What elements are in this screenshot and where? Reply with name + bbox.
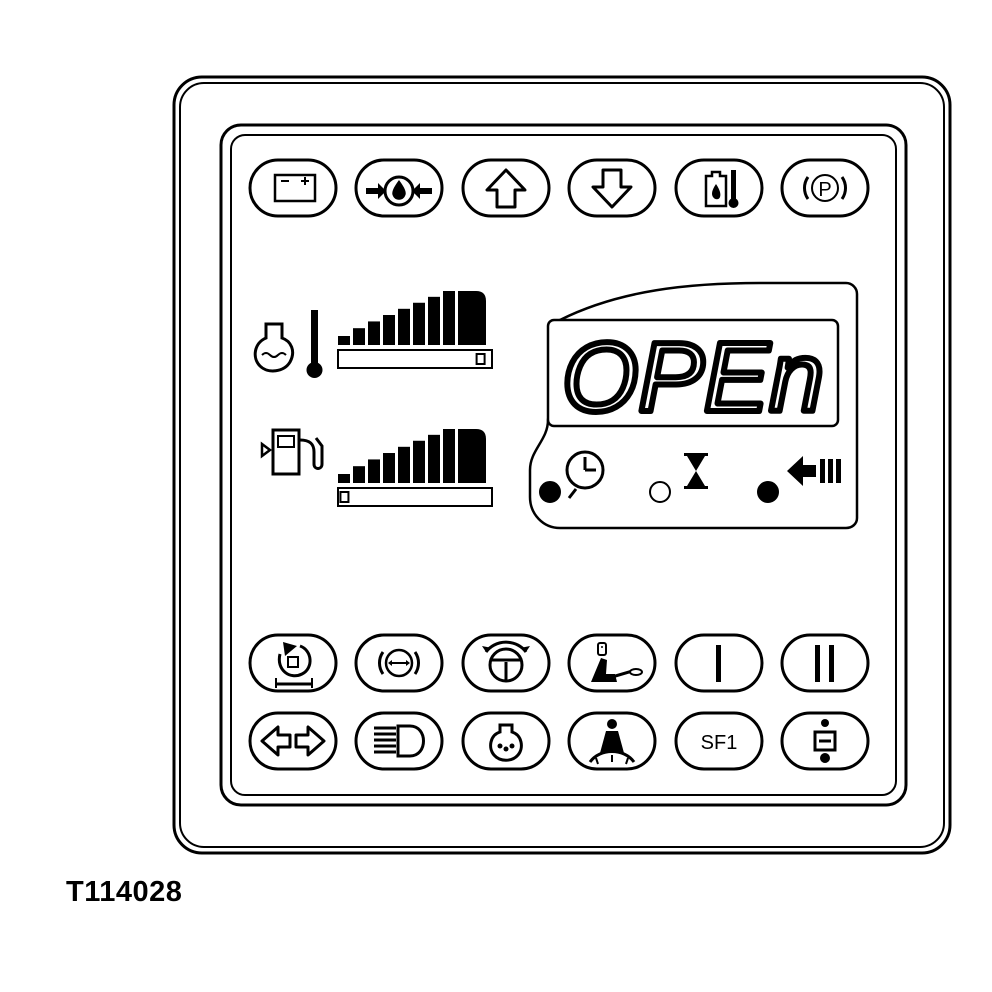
fuel-segment	[353, 466, 365, 483]
fuel-scale-indicator	[339, 491, 350, 503]
coolant-segment	[368, 321, 380, 345]
fuel-pump-icon	[260, 428, 324, 476]
upshift-arrow-icon	[485, 168, 527, 209]
indicator-lamp-middle	[649, 481, 671, 503]
downshift-arrow-icon	[591, 168, 633, 209]
hourglass-icon	[684, 453, 708, 489]
coolant-segment	[443, 291, 455, 345]
fuel-segment	[443, 429, 455, 483]
lcd-housing	[528, 281, 859, 530]
engine-oil-pressure-icon	[366, 175, 432, 207]
lcd-display-text: OPEn	[562, 322, 824, 432]
fuel-segment	[428, 434, 440, 483]
seat-belt-icon	[588, 719, 636, 765]
return-to-dig-icon	[275, 642, 313, 688]
coolant-segment	[383, 315, 395, 345]
parking-brake-icon: P	[803, 174, 847, 202]
seat-button[interactable]	[567, 633, 657, 693]
high-beam-button[interactable]	[354, 711, 444, 771]
steering-button[interactable]	[461, 633, 551, 693]
seat-icon	[591, 642, 643, 682]
fuel-segment	[368, 459, 380, 483]
turn-signal-icon	[260, 725, 326, 757]
engine-button[interactable]	[461, 711, 551, 771]
roman-two-button[interactable]	[780, 633, 870, 693]
parking-brake-button[interactable]: P	[780, 158, 870, 218]
roman-one-button[interactable]	[674, 633, 764, 693]
fuel-scale-frame	[337, 487, 493, 507]
coolant-segment	[413, 302, 425, 345]
fuel-level-gauge	[337, 429, 493, 507]
service-icon	[813, 719, 837, 763]
service-button[interactable]	[780, 711, 870, 771]
brake-icon	[378, 648, 420, 678]
high-beam-icon	[374, 724, 425, 758]
bottom-button-row-2: SF1	[248, 711, 870, 771]
svg-text:P: P	[818, 179, 831, 201]
hydraulic-oil-temperature-icon	[704, 170, 739, 208]
outer-bezel	[172, 75, 952, 855]
coolant-segments	[338, 291, 486, 345]
battery-button[interactable]	[248, 158, 338, 218]
return-to-dig-button[interactable]	[248, 633, 338, 693]
hydraulic-oil-temperature-button[interactable]	[674, 158, 764, 218]
fuel-segment	[458, 429, 486, 483]
battery-icon	[273, 173, 317, 203]
top-button-row: P	[248, 158, 870, 218]
engine-icon	[489, 723, 523, 762]
clock-icon	[565, 450, 605, 499]
fuel-segment	[338, 474, 350, 483]
upshift-button[interactable]	[461, 158, 551, 218]
coolant-segment	[353, 328, 365, 345]
indicator-lamp-right	[757, 481, 779, 503]
sf1-button[interactable]: SF1	[674, 711, 764, 771]
brake-button[interactable]	[354, 633, 444, 693]
coolant-segment	[458, 291, 486, 345]
coolant-temperature-gauge	[337, 291, 493, 369]
lcd-screen	[546, 318, 840, 428]
coolant-scale-frame	[337, 349, 493, 369]
roman-one-icon	[716, 645, 721, 682]
coolant-segment	[338, 336, 350, 345]
inner-face	[230, 134, 897, 796]
steering-icon	[482, 640, 530, 683]
arrow-icon	[787, 456, 841, 486]
coolant-segment	[398, 308, 410, 345]
inner-frame	[219, 123, 908, 807]
fuel-segment	[398, 446, 410, 483]
seat-belt-button[interactable]	[567, 711, 657, 771]
indicator-lamp-left	[539, 481, 561, 503]
coolant-scale-indicator	[475, 353, 486, 365]
outer-bezel-inner	[179, 82, 945, 848]
turn-signal-button[interactable]	[248, 711, 338, 771]
sf1-label: SF1	[701, 732, 738, 754]
coolant-segment	[428, 296, 440, 345]
coolant-temperature-icon	[253, 310, 323, 378]
fuel-segment	[383, 453, 395, 483]
engine-oil-pressure-button[interactable]	[354, 158, 444, 218]
bottom-button-row-1	[248, 633, 870, 693]
roman-two-icon	[815, 645, 834, 682]
downshift-button[interactable]	[567, 158, 657, 218]
fuel-segments	[338, 429, 486, 483]
figure-id: T114028	[66, 876, 183, 908]
fuel-segment	[413, 440, 425, 483]
